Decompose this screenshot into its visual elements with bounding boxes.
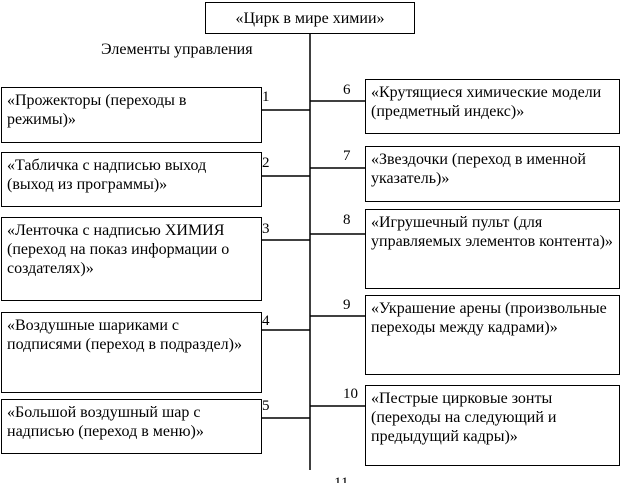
root-node: «Цирк в мире химии» — [205, 2, 415, 34]
node-4-text: «Воздушные шариками с подписями (переход… — [7, 317, 242, 353]
node-10-number: 10 — [343, 386, 358, 402]
node-5-text: «Большой воздушный шар с надписью (перех… — [7, 404, 204, 440]
node-3: «Ленточка с надписью ХИМИЯ (переход на п… — [1, 217, 262, 301]
node-6-number: 6 — [343, 82, 351, 98]
node-1-text: «Прожекторы (переходы в режимы)» — [7, 92, 187, 128]
root-title: «Цирк в мире химии» — [235, 10, 385, 27]
node-3-text: «Ленточка с надписью ХИМИЯ (переход на п… — [7, 222, 230, 277]
node-5-number: 5 — [262, 398, 270, 414]
node-10: «Пестрые цирковые зонты (переходы на сле… — [365, 385, 620, 466]
node-2-number: 2 — [262, 155, 270, 171]
node-4-number: 4 — [262, 313, 270, 329]
node-8: «Игрушечный пульт (для управляемых элеме… — [365, 209, 620, 289]
node-3-number: 3 — [262, 221, 270, 237]
node-6-text: «Крутящиеся химические модели (предметны… — [371, 84, 602, 120]
node-2-text: «Табличка с надписью выход (выход из про… — [7, 157, 207, 193]
node-7: «Звездочки (переход в именной указатель)… — [365, 146, 620, 202]
node-9: «Украшение арены (произвольные переходы … — [365, 295, 620, 375]
node-7-text: «Звездочки (переход в именной указатель)… — [371, 151, 586, 187]
subtitle: Элементы управления — [101, 41, 253, 58]
node-2: «Табличка с надписью выход (выход из про… — [1, 152, 262, 207]
node-1-number: 1 — [262, 89, 270, 105]
node-10-text: «Пестрые цирковые зонты (переходы на сле… — [371, 390, 557, 445]
node-4: «Воздушные шариками с подписями (переход… — [1, 312, 262, 393]
node-9-text: «Украшение арены (произвольные переходы … — [371, 300, 607, 336]
node-11-number: 11 — [334, 475, 349, 483]
node-8-number: 8 — [343, 212, 351, 228]
node-8-text: «Игрушечный пульт (для управляемых элеме… — [371, 214, 613, 250]
node-9-number: 9 — [343, 297, 351, 313]
node-5: «Большой воздушный шар с надписью (перех… — [1, 399, 262, 454]
node-6: «Крутящиеся химические модели (предметны… — [365, 79, 620, 134]
node-7-number: 7 — [343, 148, 351, 164]
node-1: «Прожекторы (переходы в режимы)» — [1, 87, 262, 143]
